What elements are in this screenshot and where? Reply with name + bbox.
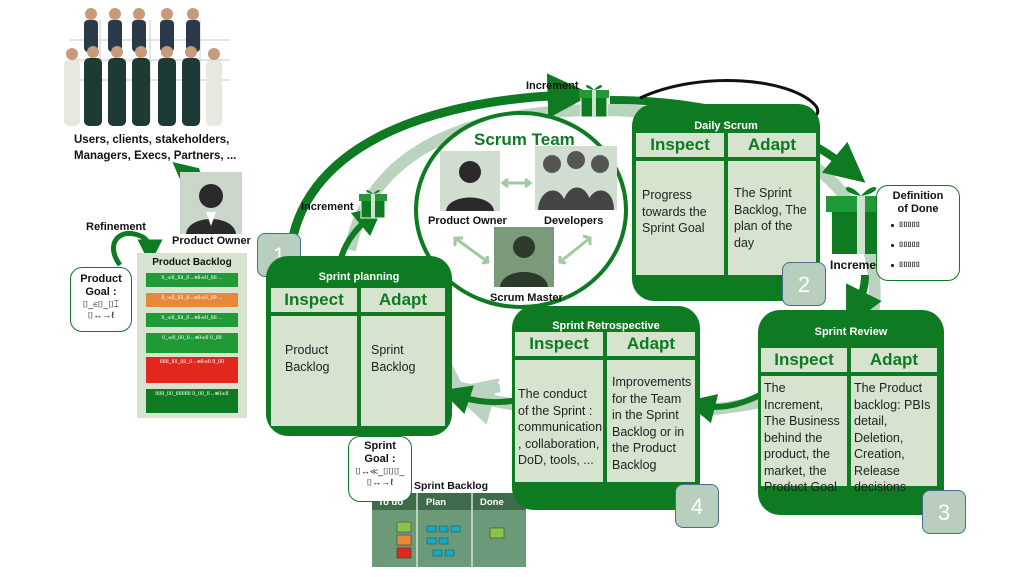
- sprint-retrospective-inspect-header: Inspect: [515, 332, 603, 356]
- sprint-retrospective-adapt-header: Adapt: [607, 332, 695, 356]
- sprint-planning-title: Sprint planning: [318, 271, 400, 283]
- sprint-goal-label-line2: Goal :: [364, 453, 396, 465]
- daily-scrum-inspect-text: Progress towards the Sprint Goal: [636, 161, 724, 275]
- product-backlog: Product Backlog ⌷_≪⌷_⌷⌷_⌷↔⊕⌷≪⌷_⌷⌷ ... ⌷_…: [137, 253, 247, 418]
- stakeholders-illustration: [58, 6, 236, 130]
- sprint-retrospective-title: Sprint Retrospective: [552, 320, 660, 332]
- sprint-backlog-board: [372, 493, 526, 567]
- daily-scrum-card: Daily Scrum Inspect Adapt Progress towar…: [632, 104, 820, 301]
- sprint-backlog-col-todo: To do: [378, 497, 404, 508]
- scrum-team-master-label: Scrum Master: [490, 292, 563, 304]
- sprint-review-card: Sprint Review Inspect Adapt The Incremen…: [758, 310, 944, 515]
- backlog-item[interactable]: ⌷_≪⌷_⌷⌷_⌷↔⊕⌷≪⌷_⌷⌷ ...: [146, 293, 238, 307]
- sprint-planning-card: Sprint planning Inspect Adapt Product Ba…: [266, 256, 452, 436]
- sprint-retrospective-inspect-text: The conduct of the Sprint : communicatio…: [515, 360, 603, 482]
- sprint-review-inspect-text: The Increment, The Business behind the p…: [761, 376, 847, 494]
- scrum-team-developers-portrait: [535, 146, 617, 210]
- sprint-review-adapt-text: The Product backlog: PBIs detail, Deleti…: [851, 376, 937, 494]
- sprint-planning-inspect-text: Product Backlog: [271, 316, 357, 426]
- daily-scrum-inspect-header: Inspect: [636, 133, 724, 157]
- increment-gift-left: [359, 189, 387, 219]
- increment-label-top: Increment: [526, 80, 579, 92]
- dod-title-line2: of Done: [897, 203, 939, 215]
- refinement-label: Refinement: [86, 221, 146, 233]
- retro-to-planning-arrow: [440, 385, 519, 414]
- refinement-arrow: [111, 231, 163, 267]
- sprint-goal-line1: ⌷↔≪_⌷⌷⌷_: [355, 466, 405, 476]
- sprint-goal-label-line1: Sprint: [364, 440, 396, 452]
- dod-title-line1: Definition: [892, 190, 944, 202]
- dod-item: ⌷⌷⌷⌷⌷: [899, 262, 920, 269]
- review-to-retro-arrow: [685, 392, 762, 424]
- sprint-planning-adapt-text: Sprint Backlog: [361, 316, 445, 426]
- daily-scrum-title: Daily Scrum: [694, 120, 758, 132]
- product-owner-label: Product Owner: [172, 235, 251, 247]
- increment-gift-top: [579, 85, 609, 118]
- sprint-retrospective-adapt-text: Improvements for the Team in the Sprint …: [607, 360, 695, 482]
- scrum-team-developers-label: Developers: [544, 215, 604, 227]
- sprint-goal-line2: ⌷↔→ℓ: [366, 477, 394, 487]
- daily-scrum-adapt-header: Adapt: [728, 133, 816, 157]
- sprint-backlog-col-done: Done: [480, 497, 504, 508]
- sprint-backlog-col-plan: Plan: [426, 497, 447, 508]
- sprint-backlog-title: Sprint Backlog: [414, 480, 489, 492]
- sprint-review-adapt-header: Adapt: [851, 348, 937, 372]
- sprint-retrospective-card: Sprint Retrospective Inspect Adapt The c…: [512, 306, 700, 510]
- scrum-team-title: Scrum Team: [474, 130, 575, 149]
- po-sm-arrow: [453, 236, 490, 265]
- sprint-planning-inspect-header: Inspect: [271, 288, 357, 312]
- retro-to-planning-arrow-light: [432, 360, 501, 397]
- sprint-loop-dark: [285, 73, 593, 256]
- backlog-item[interactable]: ⌷_≪⌷_⌷⌷_⌷↔⊕⌷≪⌷_⌷⌷ ...: [146, 273, 238, 287]
- definition-of-done-bubble: Definition of Done ⌷⌷⌷⌷⌷ ⌷⌷⌷⌷⌷ ⌷⌷⌷⌷⌷: [876, 185, 960, 281]
- product-goal-label: Product Goal :: [80, 273, 122, 298]
- increment-label-left: Increment: [301, 201, 354, 213]
- product-goal-line2: ⌷↔→ℓ: [87, 310, 115, 320]
- scrum-team-po-portrait: [440, 151, 500, 211]
- dod-bullet: [891, 244, 894, 247]
- product-backlog-title: Product Backlog: [152, 257, 232, 268]
- sprint-review-title: Sprint Review: [814, 326, 888, 338]
- sprint-goal-bubble: Sprint Goal : ⌷↔≪_⌷⌷⌷_ ⌷↔→ℓ: [348, 436, 412, 502]
- daily-scrum-adapt-text: The Sprint Backlog, The plan of the day: [728, 161, 816, 275]
- scrum-team-po-label: Product Owner: [428, 215, 507, 227]
- sprint-review-inspect-header: Inspect: [761, 348, 847, 372]
- stakeholders-caption-line1: Users, clients, stakeholders,: [74, 134, 230, 146]
- product-goal-bubble: Product Goal : ⌷_∈⌷_⌷⌶ ⌷↔→ℓ: [70, 267, 132, 332]
- sprint-planning-adapt-header: Adapt: [361, 288, 445, 312]
- backlog-item[interactable]: ⌷_≪⌷_⌷⌷_⌷↔⊕⌷≪⌷ ⌷_⌷⌷: [146, 333, 238, 353]
- step-number-4: 4: [675, 484, 719, 528]
- dev-sm-arrow: [558, 234, 592, 265]
- stakeholders-caption-line2: Managers, Execs, Partners, ...: [74, 150, 237, 162]
- scrum-team-master-portrait: [494, 227, 554, 287]
- backlog-item[interactable]: ⌷_≪⌷_⌷⌷_⌷↔⊕⌷≪⌷_⌷⌷ ...: [146, 313, 238, 327]
- increment-label-right: Increment: [830, 258, 888, 272]
- dod-to-review-arrow: [846, 274, 882, 328]
- backlog-item[interactable]: ⌷⌷⌷_⌷⌷_⌷⌷⌷⌷⌷ ⌷_⌷⌷_⌷↔⊕⌷≪⌷: [146, 389, 238, 413]
- dod-bullet: [891, 264, 894, 267]
- product-owner-portrait: [180, 172, 242, 234]
- dod-item: ⌷⌷⌷⌷⌷: [899, 222, 920, 229]
- step-number-3: 3: [922, 490, 966, 534]
- dod-bullet: [891, 224, 894, 227]
- po-dev-arrow: [500, 177, 533, 189]
- backlog-item[interactable]: ⌷⌷⌷_⌷⌷_⌷⌷_⌷↔⊕⌷≪⌷ ⌷_⌷⌷: [146, 357, 238, 383]
- product-goal-line1: ⌷_∈⌷_⌷⌶: [82, 299, 120, 309]
- dod-item: ⌷⌷⌷⌷⌷: [899, 242, 920, 249]
- step-number-2: 2: [782, 262, 826, 306]
